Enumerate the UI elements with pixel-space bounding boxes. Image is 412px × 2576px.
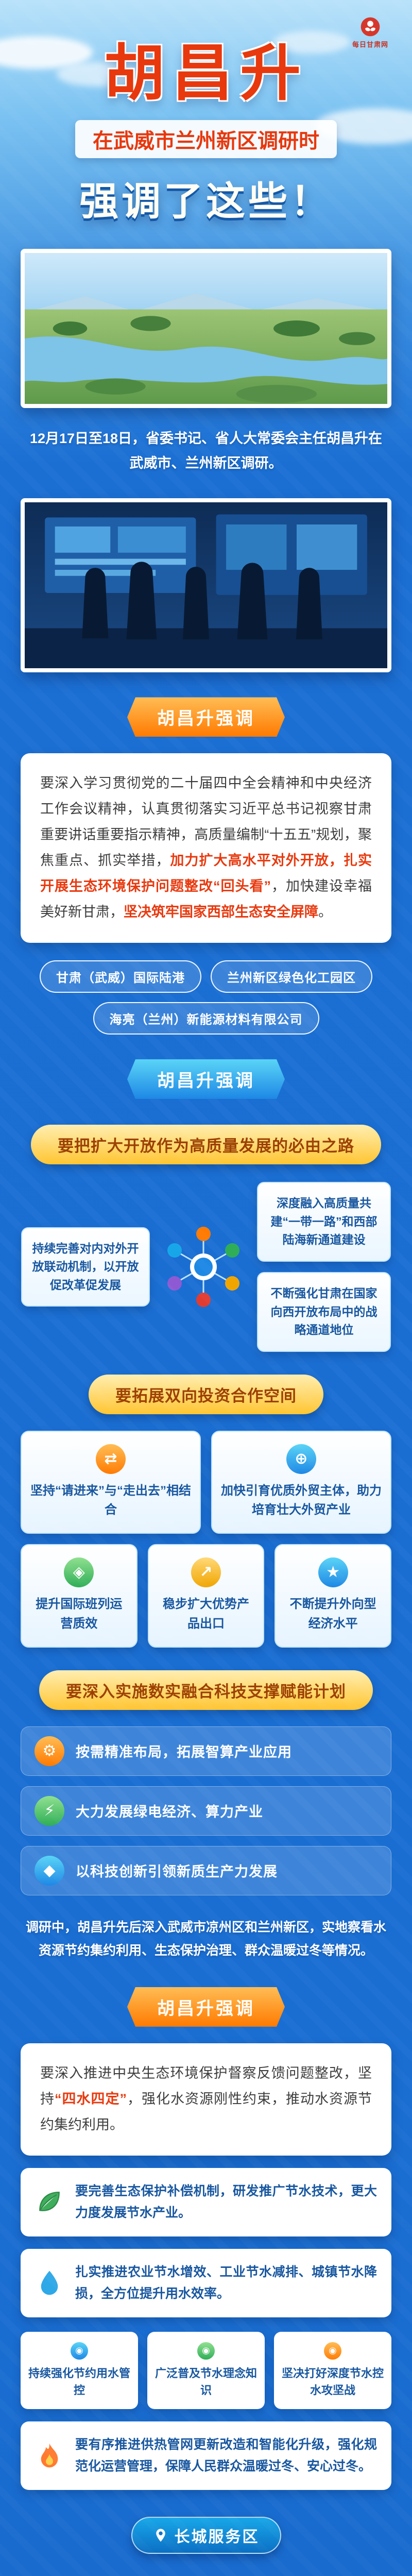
photo-meeting bbox=[21, 498, 391, 673]
mini-card-text: 持续强化节约用水管控 bbox=[28, 2366, 130, 2397]
emphasis-badge: 胡昌升强调 bbox=[127, 697, 285, 737]
investment-card-text: 提升国际班列运营质效 bbox=[36, 1597, 123, 1631]
diagram-right-column: 深度融入高质量共建“一带一路”和西部陆海新通道建设 不断强化甘肃在国家向西开放布… bbox=[257, 1182, 391, 1352]
cloud-decoration bbox=[273, 31, 350, 54]
droplet-icon bbox=[35, 2268, 64, 2297]
leaf-icon bbox=[35, 2188, 64, 2216]
section-banner-investment: 要拓展双向投资合作空间 bbox=[89, 1374, 323, 1414]
economy-icon: ★ bbox=[318, 1557, 348, 1588]
technology-item-text: 以科技创新引领新质生产力发展 bbox=[76, 1864, 278, 1880]
meeting-illustration bbox=[25, 502, 387, 669]
mini-card-text: 坚决打好深度节水控水攻坚战 bbox=[281, 2366, 384, 2397]
water-bullet-text: 扎实推进农业节水增效、工业节水减排、城镇节水降损，全方位提升用水效率。 bbox=[75, 2264, 377, 2301]
service-area-name: 长城服务区 bbox=[174, 2528, 260, 2546]
service-area-pill: 长城服务区 bbox=[131, 2516, 281, 2554]
investment-card-text: 稳步扩大优势产品出口 bbox=[163, 1597, 249, 1631]
water-bullet-text: 要完善生态保护补偿机制，研发推广节水技术，更大力度发展节水产业。 bbox=[75, 2183, 377, 2221]
water-dot-icon: ◉ bbox=[324, 2342, 341, 2360]
cloud-decoration bbox=[57, 62, 139, 87]
bridge-paragraph: 调研中，胡昌升先后深入武威市凉州区和兰州新区，实地察看水资源节约集约利用、生态保… bbox=[26, 1920, 387, 1958]
remark-text: ，加快建设幸福美好新甘肃， bbox=[40, 878, 372, 920]
investment-row: ⇄ 坚持“请进来”与“走出去”相结合 ⊕ 加快引育优质外贸主体，助力培育壮大外贸… bbox=[21, 1430, 391, 1534]
page-title-subtitle: 在武威市兰州新区调研时 bbox=[75, 120, 337, 158]
heating-bullet-text: 要有序推进供热管网更新改造和智能化升级，强化规范化运营管理，保障人民群众温暖过冬… bbox=[75, 2437, 377, 2474]
train-icon: ◈ bbox=[64, 1557, 94, 1588]
location-chip: 甘肃（武威）国际陆港 bbox=[40, 960, 201, 993]
header: 每日甘肃网 胡昌升 在武威市兰州新区调研时 强调了这些！ bbox=[0, 17, 412, 226]
photo-landscape bbox=[21, 249, 391, 409]
water-dot-icon: ◉ bbox=[197, 2342, 215, 2360]
investment-card-text: 加快引育优质外贸主体，助力培育壮大外贸产业 bbox=[221, 1483, 382, 1517]
mini-card-text: 广泛普及节水理念知识 bbox=[154, 2366, 257, 2397]
remark-text: 。 bbox=[318, 904, 332, 920]
investment-card-text: 不断提升外向型经济水平 bbox=[289, 1597, 376, 1631]
technology-item: ⚙ 按需精准布局，拓展智算产业应用 bbox=[21, 1726, 391, 1776]
section-banner-opening: 要把扩大开放作为高质量发展的必由之路 bbox=[31, 1125, 381, 1165]
location-pin-icon bbox=[153, 2528, 168, 2543]
technology-item-text: 按需精准布局，拓展智算产业应用 bbox=[76, 1744, 292, 1760]
technology-item-text: 大力发展绿电经济、算力产业 bbox=[76, 1804, 263, 1820]
investment-card-text: 坚持“请进来”与“走出去”相结合 bbox=[30, 1483, 191, 1517]
investment-card: ★ 不断提升外向型经济水平 bbox=[274, 1544, 392, 1648]
investment-card: ◈ 提升国际班列运营质效 bbox=[21, 1544, 138, 1648]
remark-highlight: 坚决筑牢国家西部生态安全屏障 bbox=[124, 904, 318, 920]
diagram-node: 深度融入高质量共建“一带一路”和西部陆海新通道建设 bbox=[257, 1182, 391, 1262]
remark-text: 要深入推进中央生态环境保护督察反馈问题整改，坚持 bbox=[40, 2065, 372, 2107]
mini-card: ◉ 坚决打好深度节水控水攻坚战 bbox=[274, 2331, 391, 2409]
remark-card-2: 要深入推进中央生态环境保护督察反馈问题整改，坚持“四水四定”，强化水资源刚性约束… bbox=[21, 2043, 391, 2156]
technology-item: ⚡ 大力发展绿电经济、算力产业 bbox=[21, 1786, 391, 1836]
investment-card: ⊕ 加快引育优质外贸主体，助力培育壮大外贸产业 bbox=[211, 1430, 391, 1534]
remark-card-1: 要深入学习贯彻党的二十届四中全会精神和中央经济工作会议精神，认真贯彻落实习近平总… bbox=[21, 753, 391, 943]
technology-list: ⚙ 按需精准布局，拓展智算产业应用 ⚡ 大力发展绿电经济、算力产业 ◆ 以科技创… bbox=[21, 1726, 391, 1895]
investment-row: ◈ 提升国际班列运营质效 ↗ 稳步扩大优势产品出口 ★ 不断提升外向型经济水平 bbox=[21, 1544, 392, 1648]
remark-highlight: “四水四定” bbox=[55, 2091, 127, 2107]
intro-paragraph: 12月17日至18日，省委书记、省人大常委会主任胡昌升在武威市、兰州新区调研。 bbox=[29, 431, 383, 471]
emphasis-badge: 胡昌升强调 bbox=[127, 1987, 285, 2027]
technology-item: ◆ 以科技创新引领新质生产力发展 bbox=[21, 1845, 391, 1895]
export-icon: ↗ bbox=[191, 1557, 221, 1588]
visit-location-chips: 甘肃（武威）国际陆港 兰州新区绿色化工园区 海亮（兰州）新能源材料有限公司 bbox=[21, 960, 391, 1035]
gear-icon: ⚙ bbox=[35, 1736, 64, 1766]
water-bullet: 要完善生态保护补偿机制，研发推广节水技术，更大力度发展节水产业。 bbox=[21, 2167, 391, 2236]
bolt-icon: ⚡ bbox=[35, 1795, 64, 1826]
investment-card: ⇄ 坚持“请进来”与“走出去”相结合 bbox=[21, 1430, 201, 1534]
flame-icon bbox=[35, 2441, 64, 2470]
network-hub-icon bbox=[167, 1227, 239, 1308]
page-title-name: 胡昌升 bbox=[104, 40, 308, 108]
water-bullet: 扎实推进农业节水增效、工业节水减排、城镇节水降损，全方位提升用水效率。 bbox=[21, 2248, 391, 2317]
mini-card: ◉ 持续强化节约用水管控 bbox=[21, 2331, 138, 2409]
investment-card: ↗ 稳步扩大优势产品出口 bbox=[147, 1544, 265, 1648]
location-chip: 海亮（兰州）新能源材料有限公司 bbox=[93, 1002, 319, 1035]
water-mini-cards: ◉ 持续强化节约用水管控 ◉ 广泛普及节水理念知识 ◉ 坚决打好深度节水控水攻坚… bbox=[21, 2331, 391, 2409]
remark-highlight: 加力扩大高水平对外开放，扎实开展生态环境保护问题整改“回头看” bbox=[40, 853, 372, 894]
remark-text: ，强化水资源刚性约束，推动水资源节约集约利用。 bbox=[40, 2091, 372, 2132]
brand-flower-icon bbox=[360, 17, 380, 37]
location-chip: 兰州新区绿色化工园区 bbox=[211, 960, 372, 993]
diagram-node: 不断强化甘肃在国家向西开放布局中的战略通道地位 bbox=[257, 1272, 391, 1352]
remark-text: 要深入学习贯彻党的二十届四中全会精神和中央经济工作会议精神，认真贯彻落实习近平总… bbox=[40, 775, 372, 869]
cooperate-icon: ⊕ bbox=[286, 1444, 316, 1474]
heating-bullet: 要有序推进供热管网更新改造和智能化升级，强化规范化运营管理，保障人民群众温暖过冬… bbox=[21, 2421, 391, 2490]
mini-card: ◉ 广泛普及节水理念知识 bbox=[147, 2331, 265, 2409]
site-logo: 每日甘肃网 bbox=[342, 16, 399, 49]
water-dot-icon: ◉ bbox=[71, 2342, 88, 2360]
innovation-icon: ◆ bbox=[35, 1855, 64, 1886]
landscape-illustration bbox=[25, 253, 387, 404]
opening-diagram: 持续完善对内对外开放联动机制，以开放促改革促发展 深度融入高质量共建“一带一路”… bbox=[15, 1182, 397, 1352]
diagram-node: 持续完善对内对外开放联动机制，以开放促改革促发展 bbox=[21, 1227, 150, 1307]
emphasis-badge: 胡昌升强调 bbox=[127, 1059, 285, 1099]
swap-icon: ⇄ bbox=[96, 1444, 126, 1474]
section-banner-technology: 要深入实施数实融合科技支撑赋能计划 bbox=[39, 1670, 373, 1710]
investment-cards: ⇄ 坚持“请进来”与“走出去”相结合 ⊕ 加快引育优质外贸主体，助力培育壮大外贸… bbox=[21, 1430, 392, 1648]
page-title-emphasis: 强调了这些！ bbox=[79, 180, 333, 224]
site-logo-text: 每日甘肃网 bbox=[352, 41, 388, 48]
